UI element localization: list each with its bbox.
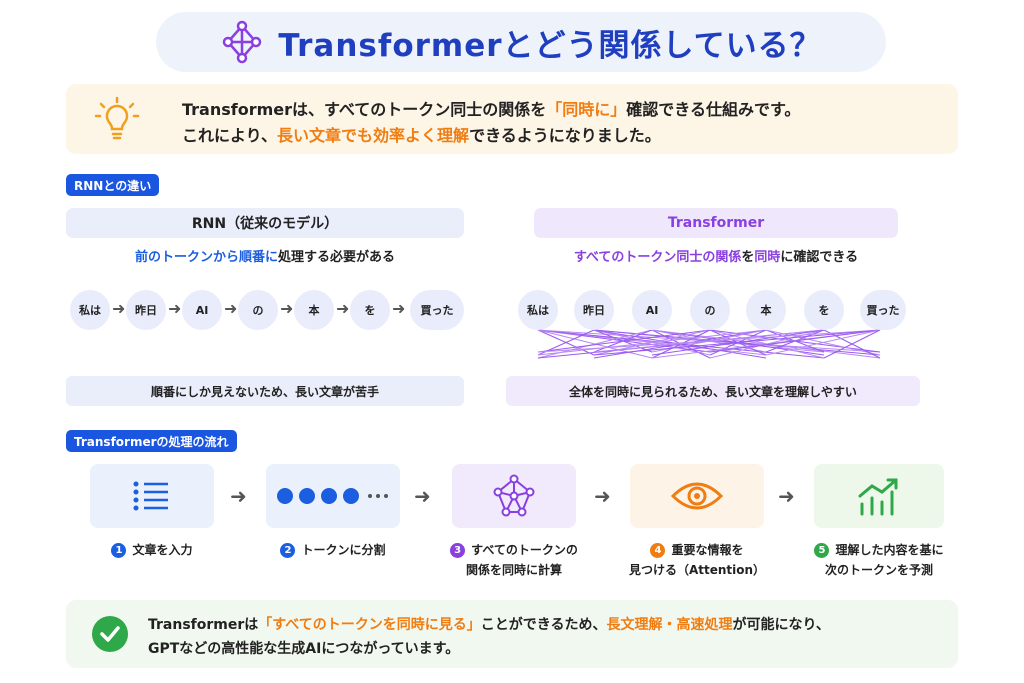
transformer-token: 本	[746, 290, 786, 330]
title-banner: Transformerとどう関係している？	[156, 12, 886, 72]
rnn-token: AI	[182, 290, 222, 330]
summary-callout: Transformerは「すべてのトークンを同時に見る」ことができるため、長文理…	[66, 600, 958, 668]
transformer-token: の	[690, 290, 730, 330]
intro-line-2: これにより、長い文章でも効率よく理解できるようになりました。	[182, 126, 661, 145]
page-title: Transformerとどう関係している？	[278, 27, 822, 64]
network-icon	[223, 20, 262, 64]
sequence-arrow: ➜	[224, 299, 238, 318]
step-arrow-2: ➜	[414, 484, 431, 508]
rnn-token: を	[350, 290, 390, 330]
intro-line-1: Transformerは、すべてのトークン同士の関係を「同時に」確認できる仕組み…	[182, 100, 801, 119]
dots-icon	[277, 488, 388, 504]
transformer-token: 昨日	[574, 290, 614, 330]
list-icon	[133, 481, 168, 511]
growth-chart-icon	[858, 478, 898, 516]
eye-icon	[670, 482, 724, 510]
rnn-subtitle: 前のトークンから順番に処理する必要がある	[134, 250, 396, 265]
step-arrow-3: ➜	[594, 484, 611, 508]
step-arrow-4: ➜	[778, 484, 795, 508]
transformer-token: AI	[632, 290, 672, 330]
attention-line	[537, 329, 767, 356]
lightbulb-icon	[94, 96, 140, 140]
rnn-token: 本	[294, 290, 334, 330]
step-arrow-1: ➜	[230, 484, 247, 508]
transformer-subtitle: すべてのトークン同士の関係を同時に確認できる	[573, 250, 859, 265]
summary-line-2: GPTなどの高性能な生成AIにつながっています。	[148, 641, 460, 657]
section-badge-flow: Transformerの処理の流れ	[66, 430, 237, 452]
step-4-box	[630, 464, 764, 528]
attention-line	[709, 329, 881, 353]
sequence-arrow: ➜	[336, 299, 350, 318]
rnn-header: RNN（従来のモデル）	[66, 208, 464, 238]
transformer-header: Transformer	[534, 208, 898, 238]
summary-line-1: Transformerは「すべてのトークンを同時に見る」ことができるため、長文理…	[148, 617, 830, 633]
sequence-arrow: ➜	[392, 299, 406, 318]
sequence-arrow: ➜	[112, 299, 126, 318]
step-2-box	[266, 464, 400, 528]
transformer-token: 買った	[860, 290, 906, 330]
attention-line	[765, 329, 881, 356]
intro-callout: Transformerは、すべてのトークン同士の関係を「同時に」確認できる仕組み…	[66, 84, 958, 154]
step-5-box	[814, 464, 944, 528]
sequence-arrow: ➜	[168, 299, 182, 318]
rnn-footer: 順番にしか見えないため、長い文章が苦手	[66, 376, 464, 406]
network-icon	[493, 474, 535, 517]
attention-line	[593, 329, 881, 356]
rnn-token: 買った	[410, 290, 464, 330]
rnn-token: 昨日	[126, 290, 166, 330]
transformer-footer: 全体を同時に見られるため、長い文章を理解しやすい	[506, 376, 920, 406]
rnn-token: の	[238, 290, 278, 330]
step-1-box	[90, 464, 214, 528]
attention-line	[537, 329, 711, 353]
check-icon	[92, 616, 128, 652]
step-3-box	[452, 464, 576, 528]
sequence-arrow: ➜	[280, 299, 294, 318]
transformer-token: を	[804, 290, 844, 330]
rnn-token: 私は	[70, 290, 110, 330]
transformer-token: 私は	[518, 290, 558, 330]
section-badge-rnn-diff: RNNとの違い	[66, 174, 160, 196]
attention-line	[823, 329, 881, 359]
attention-line	[537, 329, 881, 353]
